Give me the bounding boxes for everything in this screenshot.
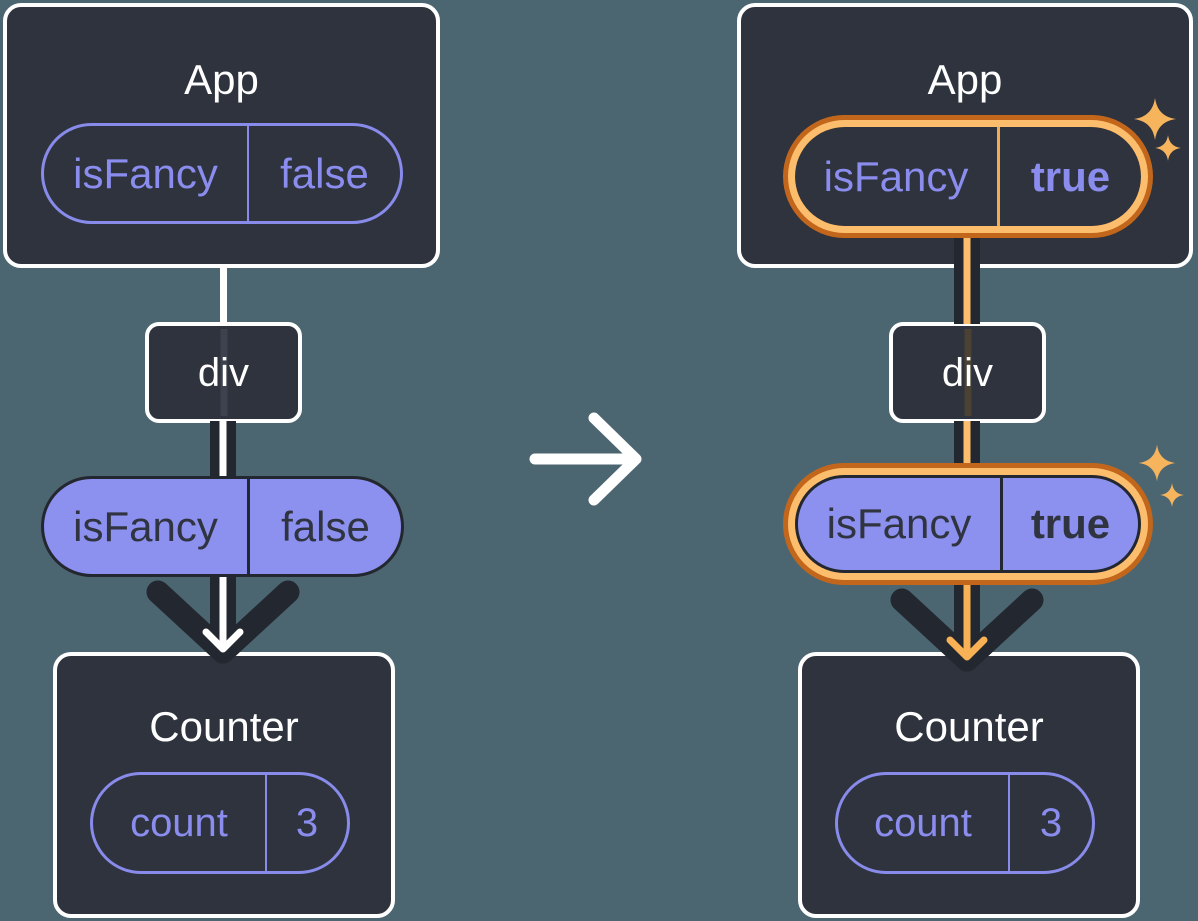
component-title: App bbox=[927, 56, 1003, 103]
prop-value: true bbox=[1000, 478, 1138, 570]
passed-prop-pill-highlighted: isFancy true bbox=[795, 475, 1141, 573]
div-node-label: div bbox=[941, 350, 994, 395]
prop-flow-through-line bbox=[220, 329, 227, 416]
prop-value: true bbox=[997, 127, 1141, 226]
prop-value: false bbox=[247, 479, 401, 574]
transition-arrow-icon bbox=[529, 412, 642, 506]
prop-flow-line-highlighted bbox=[954, 421, 980, 478]
counter-state-pill: count 3 bbox=[835, 772, 1095, 874]
app-prop-pill: isFancy false bbox=[41, 123, 403, 224]
prop-name: isFancy bbox=[826, 500, 972, 547]
app-prop-pill-highlighted: isFancy true bbox=[795, 127, 1141, 226]
state-name: count bbox=[130, 801, 228, 845]
state-value: 3 bbox=[1008, 775, 1092, 871]
div-node-box: div bbox=[889, 322, 1046, 423]
prop-flow-line bbox=[210, 421, 236, 478]
prop-flow-through-line bbox=[964, 329, 971, 416]
prop-flow-arrow-down-icon-highlighted bbox=[890, 582, 1044, 672]
sparkle-icon bbox=[1138, 444, 1176, 482]
div-node-label: div bbox=[197, 350, 250, 395]
prop-name: isFancy bbox=[823, 152, 969, 200]
passed-prop-pill: isFancy false bbox=[41, 476, 404, 577]
tree-edge-app-div bbox=[219, 266, 227, 324]
prop-name: isFancy bbox=[73, 149, 218, 197]
app-component-box: App bbox=[737, 3, 1193, 268]
sparkle-icon bbox=[1160, 483, 1184, 507]
prop-value: false bbox=[247, 126, 400, 221]
state-name: count bbox=[874, 801, 972, 845]
sparkle-icon bbox=[1155, 135, 1181, 161]
div-node-box: div bbox=[145, 322, 302, 423]
sparkle-icon bbox=[1133, 97, 1177, 141]
component-title: Counter bbox=[149, 703, 299, 750]
prop-flow-line-highlighted bbox=[954, 228, 980, 324]
prop-name: isFancy bbox=[73, 502, 218, 550]
prop-flow-arrow-down-icon bbox=[146, 574, 300, 664]
state-value: 3 bbox=[265, 775, 347, 871]
component-title: Counter bbox=[894, 703, 1044, 750]
component-title: App bbox=[184, 56, 259, 103]
counter-state-pill: count 3 bbox=[90, 772, 350, 874]
